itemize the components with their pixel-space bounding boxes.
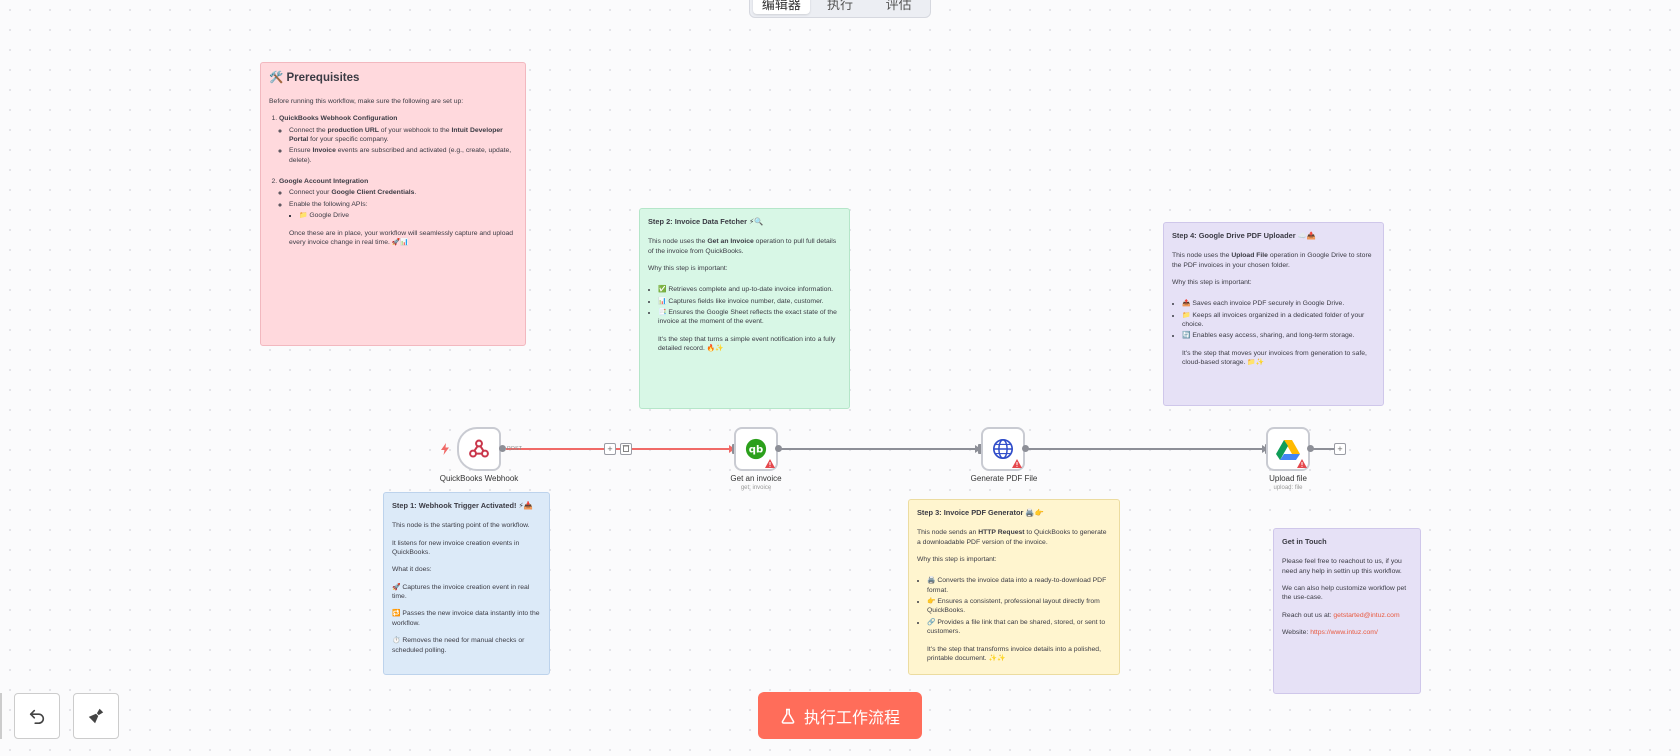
tab-evaluations[interactable]: 评估: [885, 0, 912, 12]
view-tabs: 编辑器 执行 评估: [749, 0, 931, 18]
step4-note[interactable]: Step 4: Google Drive PDF Uploader ☁️📤 Th…: [1163, 222, 1384, 406]
note-text: Connect your Google Client Credentials.: [289, 188, 517, 197]
connection-pdf-to-upload[interactable]: [1027, 448, 1264, 450]
note-text: 🔁 Passes the new invoice data instantly …: [392, 610, 540, 627]
note-text: 📤 Saves each invoice PDF securely in Goo…: [1182, 299, 1375, 308]
prerequisites-note[interactable]: 🛠️ Prerequisites Before running this wor…: [260, 62, 526, 346]
undo-icon: [29, 709, 45, 725]
output-port[interactable]: [1307, 445, 1314, 452]
input-port[interactable]: [978, 444, 982, 454]
note-text: ✅ Retrieves complete and up-to-date invo…: [658, 285, 841, 294]
output-port[interactable]: [775, 445, 782, 452]
email-link[interactable]: getstarted@intuz.com: [1333, 611, 1400, 619]
tab-editor[interactable]: 编辑器: [753, 0, 810, 14]
note-title: Get in Touch: [1282, 537, 1327, 546]
delete-connection-button[interactable]: [620, 443, 632, 455]
node-subtitle: upload: file: [1273, 485, 1303, 491]
step2-note[interactable]: Step 2: Invoice Data Fetcher ⚡🔍 This nod…: [639, 208, 850, 409]
node-upload-file[interactable]: [1266, 427, 1310, 471]
note-text: It listens for new invoice creation even…: [392, 539, 520, 556]
note-text: Enable the following APIs: 📁 Google Driv…: [289, 200, 517, 221]
note-text: ⏱️ Removes the need for manual checks or…: [392, 637, 525, 654]
warning-icon: [1297, 459, 1307, 468]
trigger-bolt-icon: [441, 443, 449, 455]
note-text: 🔄 Enables easy access, sharing, and long…: [1182, 331, 1375, 340]
note-text: 📑 Ensures the Google Sheet reflects the …: [658, 308, 841, 327]
note-text: 📊 Captures fields like invoice number, d…: [658, 297, 841, 306]
note-text: This node sends an HTTP Request to Quick…: [917, 529, 1107, 546]
note-title: Step 2: Invoice Data Fetcher ⚡🔍: [648, 217, 764, 226]
note-text: What it does:: [392, 566, 432, 574]
note-text: 🚀 Captures the invoice creation event in…: [392, 583, 530, 601]
flask-icon: [781, 708, 795, 724]
website-link[interactable]: https://www.intuz.com/: [1310, 629, 1378, 637]
undo-button[interactable]: [14, 693, 60, 739]
note-text: 📁 Google Drive: [299, 211, 517, 220]
node-label: QuickBooks Webhook: [439, 474, 519, 483]
node-subtitle: get: invoice: [740, 485, 772, 491]
node-get-an-invoice[interactable]: qb: [734, 427, 778, 471]
note-text: This node uses the Upload File operation…: [1172, 252, 1372, 269]
connection-upload-output: [1313, 448, 1335, 450]
note-text: QuickBooks Webhook Configuration: [279, 115, 398, 123]
output-port[interactable]: [1022, 445, 1029, 452]
note-text: 📁 Keeps all invoices organized in a dedi…: [1182, 311, 1375, 330]
svg-text:qb: qb: [749, 445, 763, 456]
note-text: Ensure Invoice events are subscribed and…: [289, 146, 517, 165]
note-text: Before running this workflow, make sure …: [269, 97, 464, 105]
note-text: Why this step is important:: [917, 555, 997, 563]
note-text: It's the step that moves your invoices f…: [1182, 349, 1367, 367]
note-text: It's the step that transforms invoice de…: [927, 645, 1101, 662]
contact-note[interactable]: Get in Touch Please feel free to reachou…: [1273, 528, 1421, 694]
node-quickbooks-webhook[interactable]: [457, 427, 501, 471]
webhook-icon: [469, 439, 489, 458]
tab-executions[interactable]: 执行: [827, 0, 854, 12]
note-text: Google Account Integration: [279, 178, 369, 186]
note-text: Connect the production URL of your webho…: [289, 126, 517, 145]
note-title: 🛠️ Prerequisites: [269, 72, 360, 84]
note-text: 🔗 Provides a file link that can be share…: [927, 618, 1111, 637]
google-drive-icon: [1276, 439, 1300, 460]
warning-icon: [765, 459, 775, 468]
note-title: Step 1: Webhook Trigger Activated! ⚡📥: [392, 501, 533, 510]
add-node-button[interactable]: +: [604, 443, 616, 455]
note-text: Once these are in place, your workflow w…: [289, 229, 514, 246]
node-label: Get an invoice: [730, 474, 782, 483]
execute-workflow-label: 执行工作流程: [803, 709, 900, 727]
node-label: Upload file: [1269, 474, 1307, 483]
connection-webhook-to-get-invoice[interactable]: [506, 448, 731, 450]
node-label: Generate PDF File: [970, 474, 1038, 483]
note-title: Step 4: Google Drive PDF Uploader ☁️📤: [1172, 231, 1317, 240]
note-text: Website: https://www.intuz.com/: [1282, 629, 1378, 637]
note-text: Reach out us at: getstarted@intuz.com: [1282, 611, 1400, 619]
quickbooks-icon: qb: [745, 438, 767, 460]
step1-note[interactable]: Step 1: Webhook Trigger Activated! ⚡📥 Th…: [383, 492, 550, 675]
note-title: Step 3: Invoice PDF Generator 🖨️👉: [917, 508, 1044, 517]
broom-icon: [88, 708, 104, 724]
step3-note[interactable]: Step 3: Invoice PDF Generator 🖨️👉 This n…: [908, 499, 1120, 675]
note-text: Why this step is important:: [1172, 278, 1252, 286]
execute-workflow-button[interactable]: 执行工作流程: [758, 692, 922, 739]
note-text: 👉 Ensures a consistent, professional lay…: [927, 597, 1111, 616]
warning-icon: [1012, 459, 1022, 468]
tidy-up-button[interactable]: [73, 693, 119, 739]
note-text: This node is the starting point of the w…: [392, 522, 530, 530]
note-text: This node uses the Get an Invoice operat…: [648, 238, 837, 255]
note-text: 🖨️ Converts the invoice data into a read…: [927, 576, 1111, 595]
note-text: Why this step is important:: [648, 264, 728, 272]
node-generate-pdf-file[interactable]: [981, 427, 1025, 471]
note-text: Please feel free to reachout to us, if y…: [1282, 558, 1402, 575]
globe-icon: [993, 439, 1013, 459]
trash-icon: [622, 445, 630, 452]
connection-get-invoice-to-pdf[interactable]: [780, 448, 976, 450]
note-text: It's the step that turns a simple event …: [658, 335, 836, 353]
webhook-method-label: POST: [507, 446, 522, 452]
note-text: We can also help customize workflow pet …: [1282, 584, 1407, 602]
add-next-node-button[interactable]: +: [1334, 443, 1346, 455]
output-port[interactable]: [499, 445, 506, 452]
sidebar-edge: [0, 693, 2, 739]
